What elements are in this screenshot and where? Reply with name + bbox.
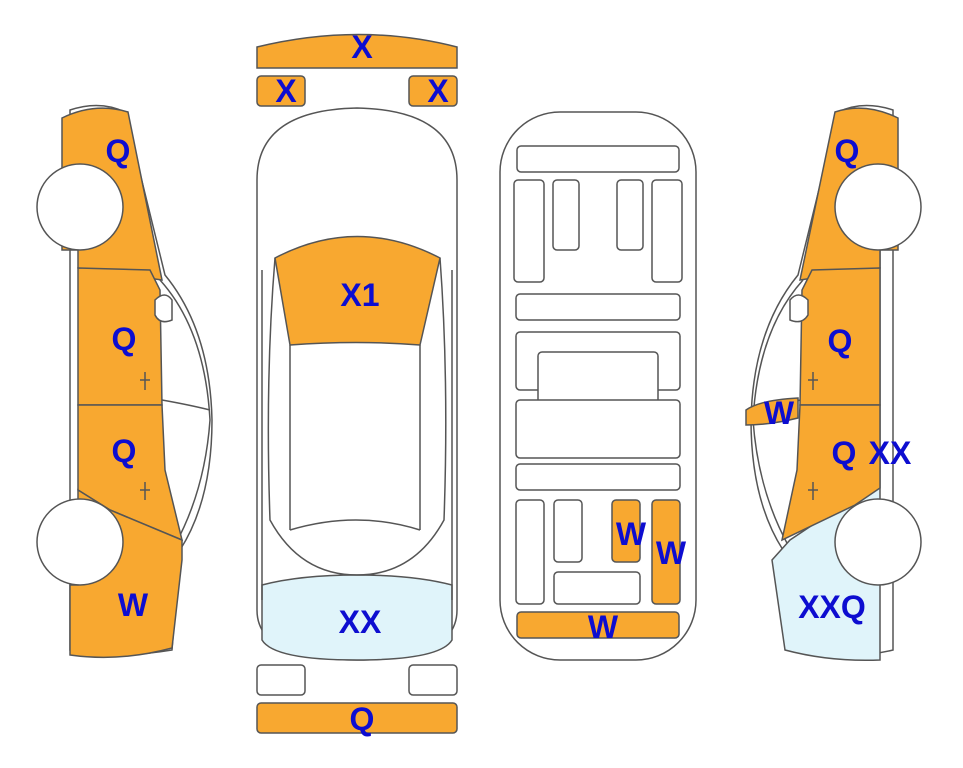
label-mirror-right: X	[427, 73, 449, 109]
label-left-front-fender: Q	[106, 133, 131, 169]
label-floor-seat-2: W	[656, 535, 687, 571]
label-right-rear-door-b: XX	[869, 435, 912, 471]
label-right-rear-quarter: XXQ	[798, 589, 866, 625]
trunk-lid-panel[interactable]	[261, 574, 453, 661]
left-front-door[interactable]	[77, 267, 163, 406]
label-left-rear-door: Q	[112, 433, 137, 469]
mirror-left-panel[interactable]	[256, 75, 306, 107]
label-left-front-door: Q	[112, 321, 137, 357]
label-floor-rear-bar: W	[588, 609, 619, 645]
bumper-bottom-panel[interactable]	[256, 702, 458, 734]
label-hood: X1	[340, 277, 379, 313]
floor-view	[499, 111, 697, 661]
right-side-view	[745, 104, 922, 662]
right-mirror[interactable]	[745, 397, 799, 426]
floor-seat-1[interactable]	[611, 499, 641, 563]
top-view	[256, 107, 458, 696]
floor-seat-2[interactable]	[651, 499, 681, 605]
label-bumper-bottom: Q	[350, 701, 375, 737]
right-front-door[interactable]	[799, 267, 881, 406]
left-rear-wheel	[36, 498, 124, 586]
left-side-view	[36, 104, 213, 659]
right-front-wheel	[834, 163, 922, 251]
right-rear-wheel	[834, 498, 922, 586]
label-trunk-lid: XX	[339, 604, 382, 640]
mirror-right-panel[interactable]	[408, 75, 458, 107]
label-mirror-left: X	[275, 73, 297, 109]
label-right-mirror: W	[764, 395, 795, 431]
label-right-rear-door-a: Q	[832, 435, 857, 471]
label-right-front-door: Q	[828, 323, 853, 359]
label-floor-seat-1: W	[616, 516, 647, 552]
label-roof-front: X	[351, 29, 373, 65]
floor-rear-bar[interactable]	[516, 611, 680, 639]
damage-labels: X X X Q Q Q W X1 XX Q W W W Q Q W Q XX X…	[106, 29, 912, 737]
right-rear-door[interactable]	[780, 404, 881, 542]
label-left-rear-quarter: W	[118, 587, 149, 623]
label-right-front-fender: Q	[835, 133, 860, 169]
left-front-wheel	[36, 163, 124, 251]
roof-front-panel[interactable]	[256, 33, 458, 69]
